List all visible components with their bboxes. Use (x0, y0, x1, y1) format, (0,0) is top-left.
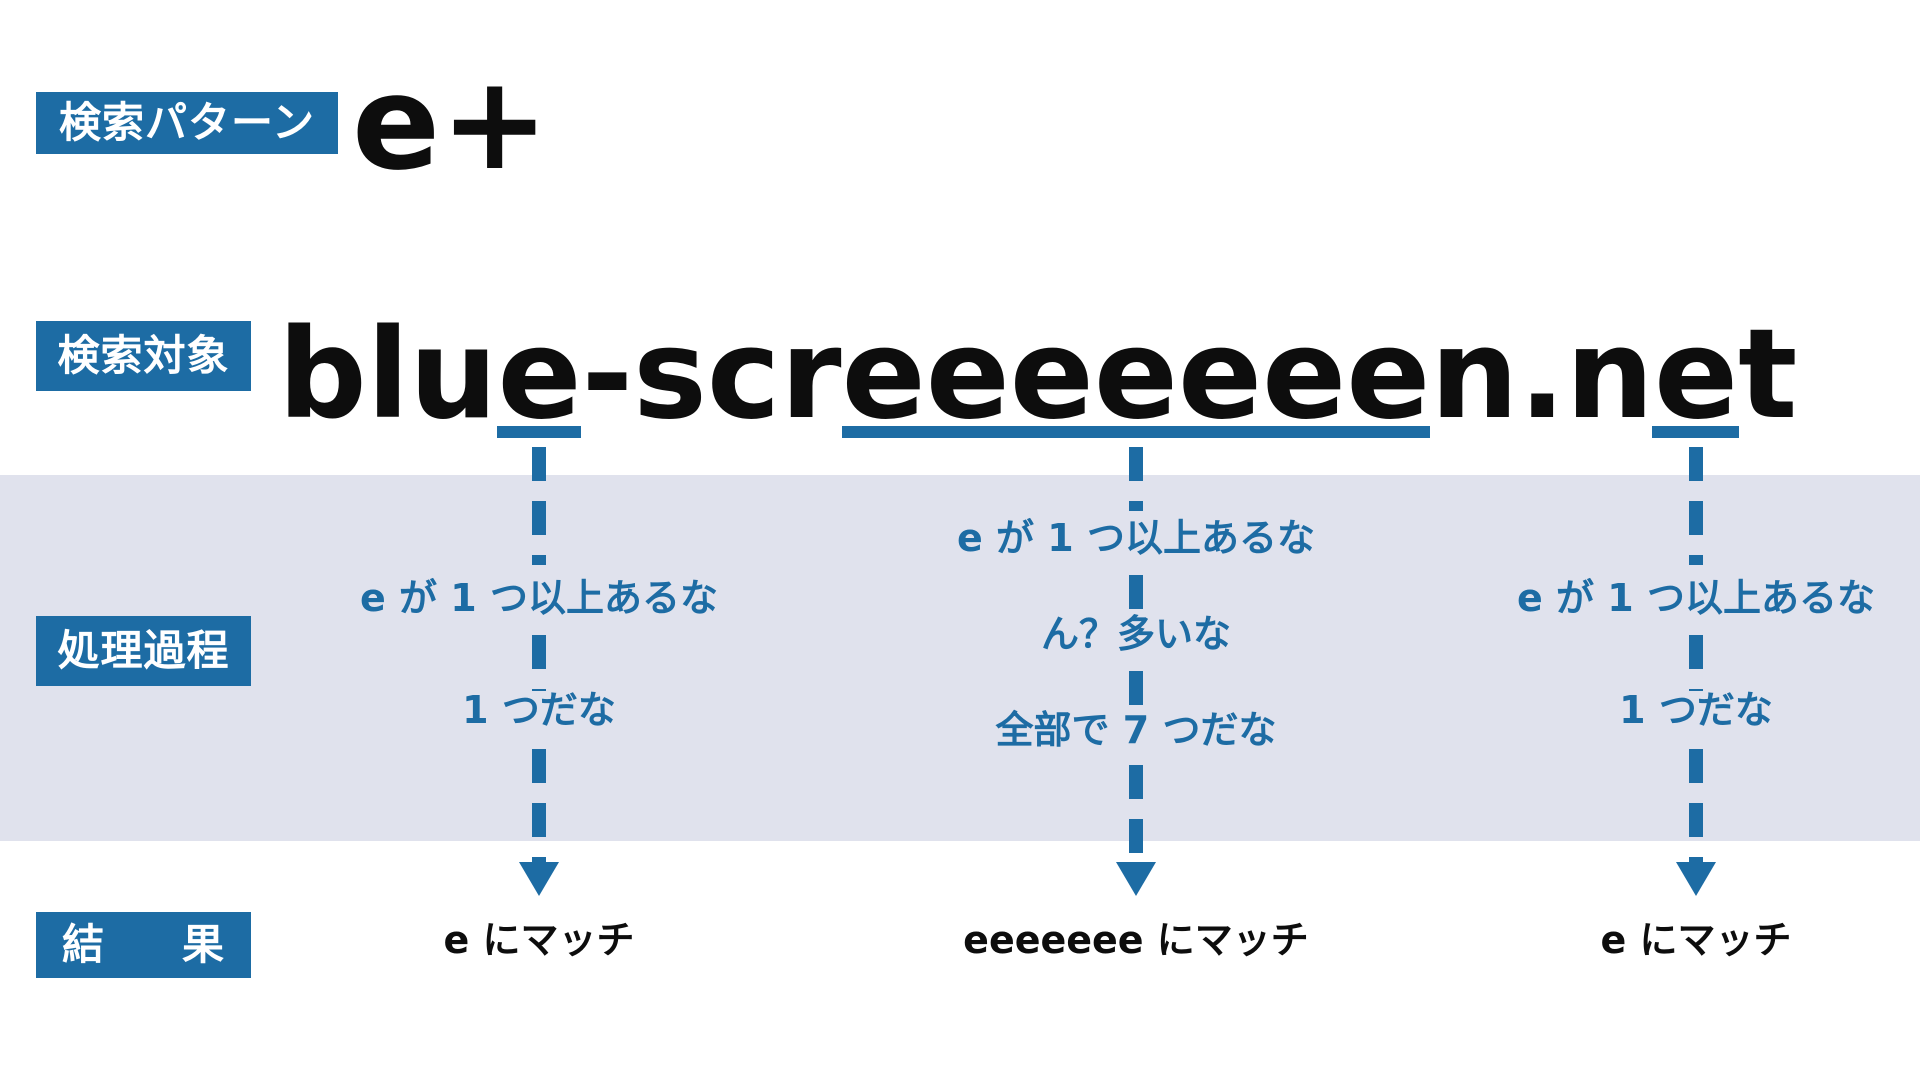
search-target-label: 検索対象 (36, 321, 251, 391)
dashed-arrow-segment (1689, 447, 1703, 565)
process-note: e が 1 つ以上あるな (957, 516, 1315, 560)
down-arrow-icon (519, 862, 559, 896)
match-underline-2 (842, 426, 1430, 438)
target-segment-match1: e (497, 303, 582, 447)
process-note: e が 1 つ以上あるな (1517, 576, 1875, 620)
process-note: 全部で 7 つだな (995, 708, 1277, 752)
dashed-arrow-segment (1129, 447, 1143, 511)
process-note: 1 つだな (462, 688, 616, 732)
process-note: 1 つだな (1619, 688, 1773, 732)
process-column-3: e が 1 つ以上あるな 1 つだな (1466, 447, 1920, 980)
result-label: 結 果 (36, 912, 251, 978)
dashed-arrow-segment (1689, 749, 1703, 862)
process-column-2: e が 1 つ以上あるな ん？多いな 全部で 7 つだな (906, 447, 1366, 980)
search-pattern-value: e+ (352, 47, 550, 199)
match-underline-1 (497, 426, 581, 438)
target-segment-post: t (1738, 303, 1798, 447)
dashed-arrow-segment (532, 635, 546, 691)
match-result-1: e にマッチ (443, 918, 635, 962)
target-segment-match3: e (1653, 303, 1739, 447)
dashed-arrow-segment (1689, 635, 1703, 691)
target-segment-match2: eeeeeee (841, 303, 1431, 447)
process-note: e が 1 つ以上あるな (360, 576, 718, 620)
result-label-char-right: 果 (181, 920, 225, 969)
target-segment-mid2: n.n (1430, 303, 1654, 447)
process-column-1: e が 1 つ以上あるな 1 つだな (309, 447, 769, 980)
down-arrow-icon (1116, 862, 1156, 896)
process-band (0, 475, 1920, 841)
target-segment-mid1: -scr (581, 303, 842, 447)
dashed-arrow-segment (532, 749, 546, 862)
match-underline-3 (1652, 426, 1739, 438)
down-arrow-icon (1676, 862, 1716, 896)
result-label-char-left: 結 (62, 920, 106, 969)
target-segment-pre: blu (278, 303, 498, 447)
dashed-arrow-segment (532, 447, 546, 565)
process-note: ん？多いな (1040, 612, 1231, 656)
dashed-arrow-segment (1129, 765, 1143, 862)
dashed-arrow-segment (1129, 575, 1143, 611)
dashed-arrow-segment (1129, 671, 1143, 705)
process-label: 処理過程 (36, 616, 251, 686)
match-result-2: eeeeeee にマッチ (963, 918, 1309, 962)
search-target-value: blue-screeeeeeen.net (278, 313, 1797, 437)
search-pattern-label: 検索パターン (36, 92, 338, 154)
match-result-3: e にマッチ (1600, 918, 1792, 962)
